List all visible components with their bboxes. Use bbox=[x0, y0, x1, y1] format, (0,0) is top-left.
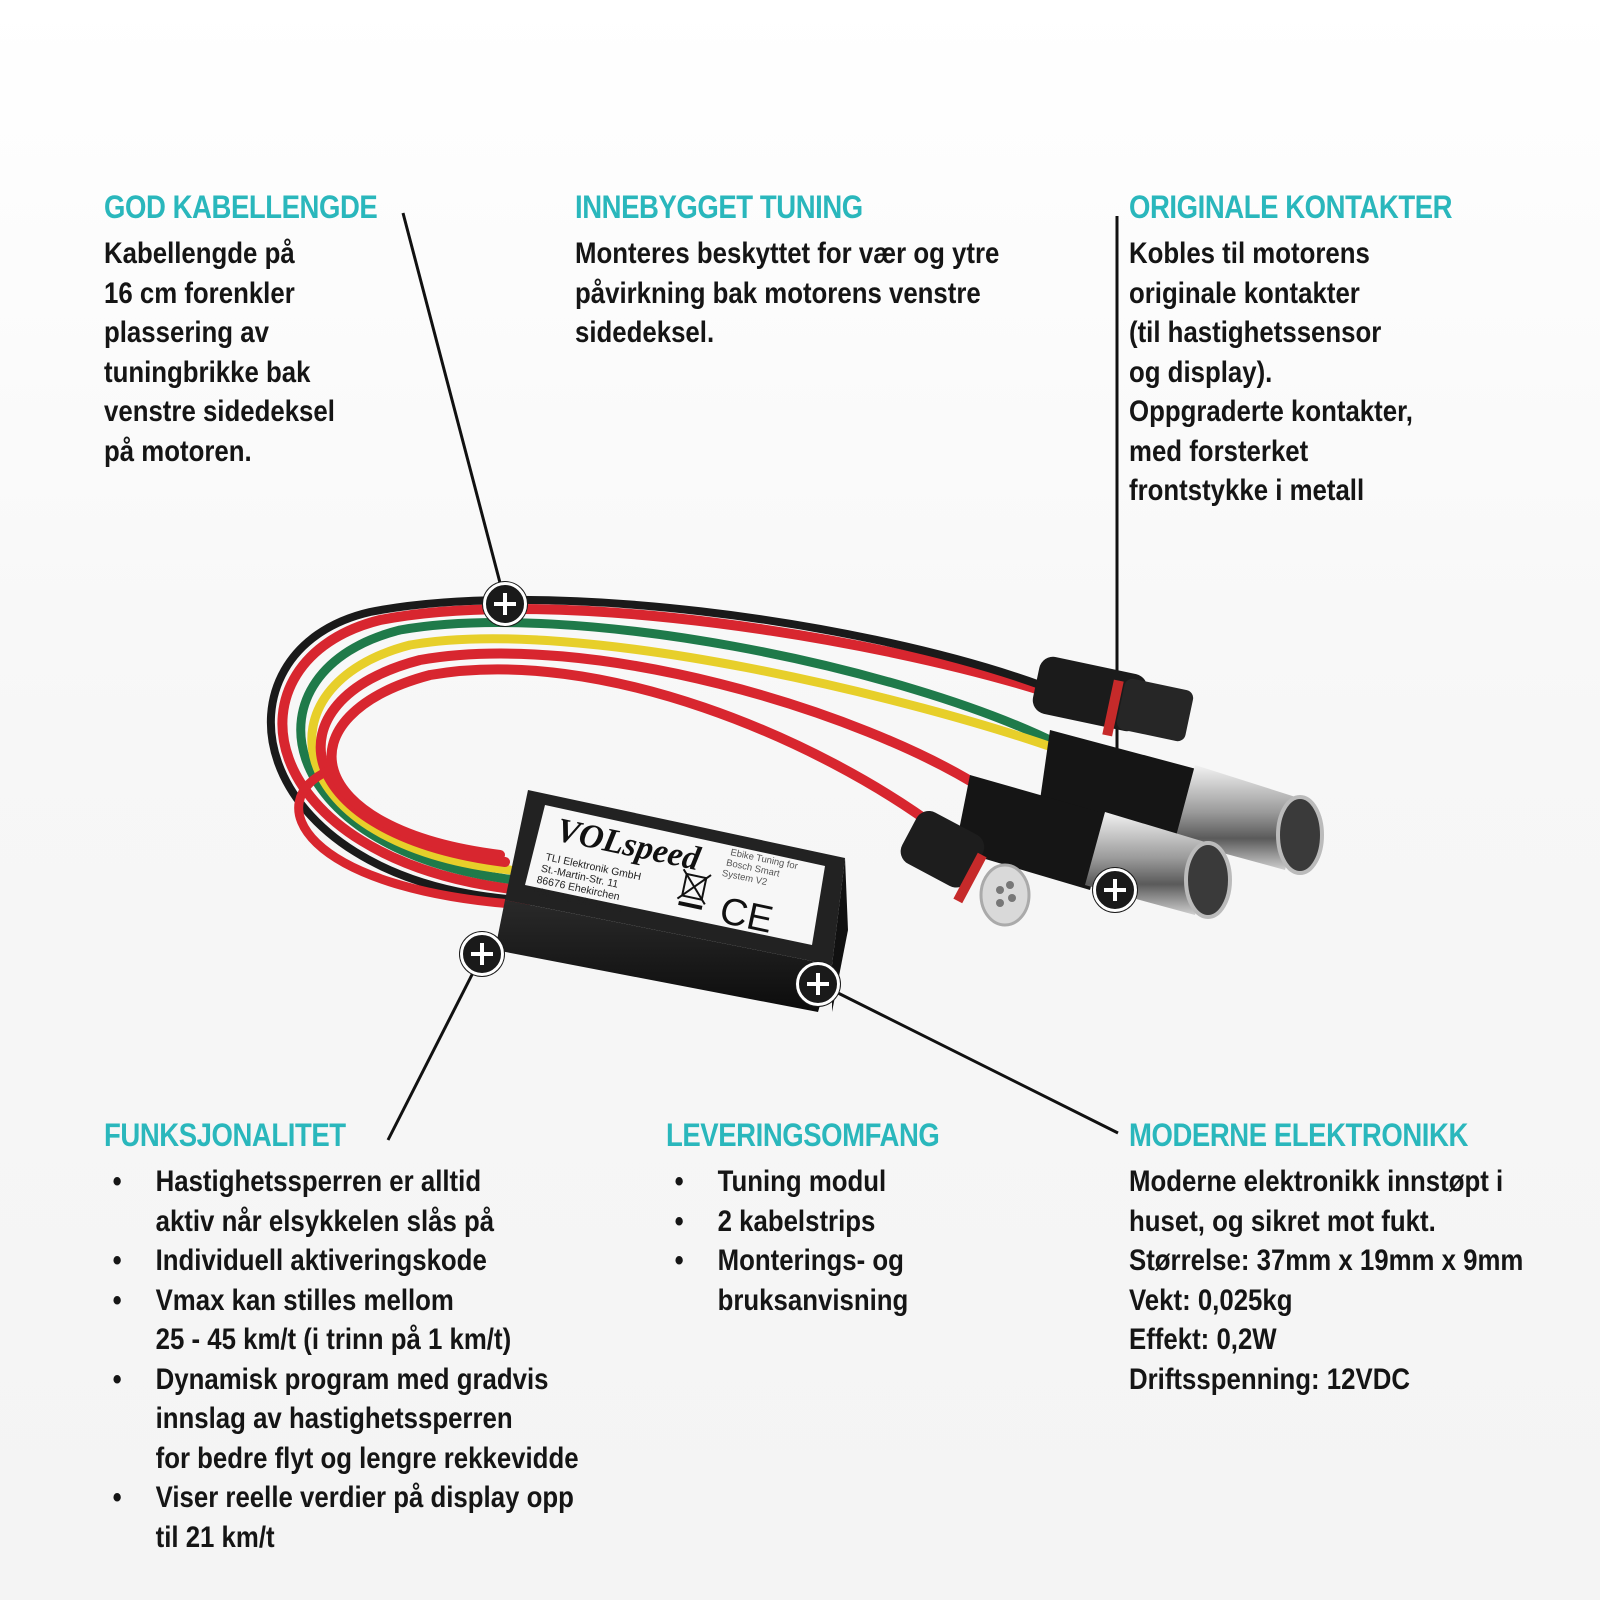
section-cable-length: GOD KABELLENGDE Kabellengde på 16 cm for… bbox=[104, 188, 422, 471]
section-functionality: FUNKSJONALITET Hastighetssperren er allt… bbox=[104, 1116, 656, 1557]
section-heading: ORIGINALE KONTAKTER bbox=[1129, 189, 1453, 225]
list-item: Hastighetssperren er alltid aktiv når el… bbox=[104, 1162, 579, 1241]
feature-list: Hastighetssperren er alltid aktiv når el… bbox=[104, 1162, 579, 1557]
list-item: Vmax kan stilles mellom 25 - 45 km/t (i … bbox=[104, 1281, 579, 1360]
section-body: Kabellengde på 16 cm forenkler plasserin… bbox=[104, 237, 335, 468]
weee-bin-icon bbox=[676, 868, 712, 910]
section-heading: INNEBYGGET TUNING bbox=[575, 189, 863, 225]
section-heading: LEVERINGSOMFANG bbox=[666, 1117, 940, 1153]
section-heading: GOD KABELLENGDE bbox=[104, 189, 378, 225]
hotspot-functionality[interactable] bbox=[460, 932, 504, 976]
wire-bundle bbox=[266, 595, 1065, 910]
section-built-in-tuning: INNEBYGGET TUNING Monteres beskyttet for… bbox=[575, 188, 1068, 353]
list-item: Individuell aktiveringskode bbox=[104, 1241, 579, 1281]
hotspot-connectors[interactable] bbox=[1093, 868, 1137, 912]
section-electronics: MODERNE ELEKTRONIKK Moderne elektronikk … bbox=[1129, 1116, 1588, 1399]
list-item: Viser reelle verdier på display opp til … bbox=[104, 1478, 579, 1557]
small-connector-top bbox=[1032, 656, 1194, 742]
hotspot-electronics[interactable] bbox=[796, 962, 840, 1006]
section-body: Tuning modul 2 kabelstrips Monterings- o… bbox=[666, 1162, 939, 1320]
section-body: Moderne elektronikk innstøpt i huset, og… bbox=[1129, 1165, 1524, 1396]
leader-line-electronics bbox=[819, 982, 1119, 1135]
hotspot-cable-length[interactable] bbox=[483, 582, 527, 626]
module-housing: VOLspeed TLI Elektronik GmbH St.-Martin-… bbox=[495, 790, 848, 1012]
section-body: Kobles til motorens originale kontakter … bbox=[1129, 237, 1413, 507]
small-connector-white bbox=[900, 810, 1031, 927]
delivery-list: Tuning modul 2 kabelstrips Monterings- o… bbox=[666, 1162, 939, 1320]
section-body: Monteres beskyttet for vær og ytre påvir… bbox=[575, 237, 1000, 349]
section-body: Hastighetssperren er alltid aktiv når el… bbox=[104, 1162, 579, 1557]
list-item: Tuning modul bbox=[666, 1162, 939, 1202]
section-delivery: LEVERINGSOMFANG Tuning modul 2 kabelstri… bbox=[666, 1116, 984, 1320]
section-original-connectors: ORIGINALE KONTAKTER Kobles til motorens … bbox=[1129, 188, 1505, 511]
leader-line-functionality bbox=[386, 954, 484, 1141]
module-label bbox=[525, 805, 825, 945]
list-item: Dynamisk program med gradvis innslag av … bbox=[104, 1360, 579, 1479]
leader-line-cable-length bbox=[401, 212, 506, 599]
list-item: Monterings- og bruksanvisning bbox=[666, 1241, 939, 1320]
section-heading: FUNKSJONALITET bbox=[104, 1117, 346, 1153]
section-heading: MODERNE ELEKTRONIKK bbox=[1129, 1117, 1468, 1153]
list-item: 2 kabelstrips bbox=[666, 1202, 939, 1242]
